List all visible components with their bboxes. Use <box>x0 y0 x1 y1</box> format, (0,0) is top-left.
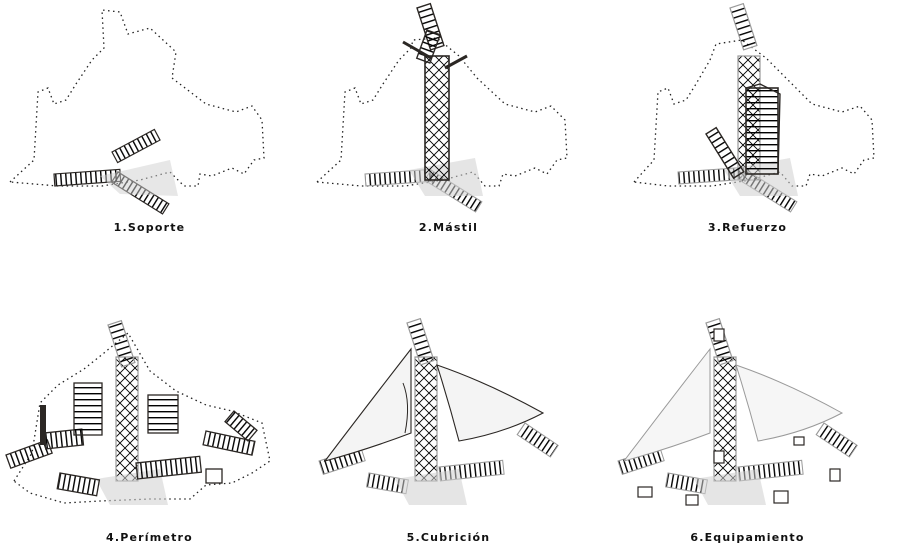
caption-mastil: 2.Mástil <box>418 221 479 234</box>
panel-soporte: 1.Soporte <box>0 0 299 273</box>
refuerzo-drawing <box>632 2 875 213</box>
cubricion-drawing <box>318 317 559 505</box>
equipamiento-drawing <box>617 317 858 506</box>
equipment-items <box>637 328 841 506</box>
panel-equipamiento: 6.Equipamiento <box>598 273 897 546</box>
caption-refuerzo: 3.Refuerzo <box>707 221 788 234</box>
site-outline <box>8 9 265 187</box>
support-beams-grey <box>364 158 483 213</box>
caption-cubricion: 5.Cubrición <box>406 531 491 544</box>
structure-grey <box>318 317 559 505</box>
caption-equipamiento: 6.Equipamiento <box>690 531 805 544</box>
perimetro-drawing <box>5 319 271 505</box>
panel-refuerzo: 3.Refuerzo <box>598 0 897 273</box>
structure-grey <box>617 317 858 505</box>
reinforcement <box>705 83 781 180</box>
caption-soporte: 1.Soporte <box>113 221 186 234</box>
support-beams <box>53 128 178 215</box>
mast <box>402 2 468 181</box>
perimeter-fences <box>5 382 258 497</box>
soporte-drawing <box>8 9 265 215</box>
caption-perimetro: 4.Perímetro <box>106 531 193 544</box>
panel-mastil: 2.Mástil <box>299 0 598 273</box>
panel-perimetro: 4.Perímetro <box>0 273 299 546</box>
mastil-drawing <box>315 2 568 213</box>
membrane-cover <box>323 347 545 462</box>
panel-cubricion: 5.Cubrición <box>299 273 598 546</box>
